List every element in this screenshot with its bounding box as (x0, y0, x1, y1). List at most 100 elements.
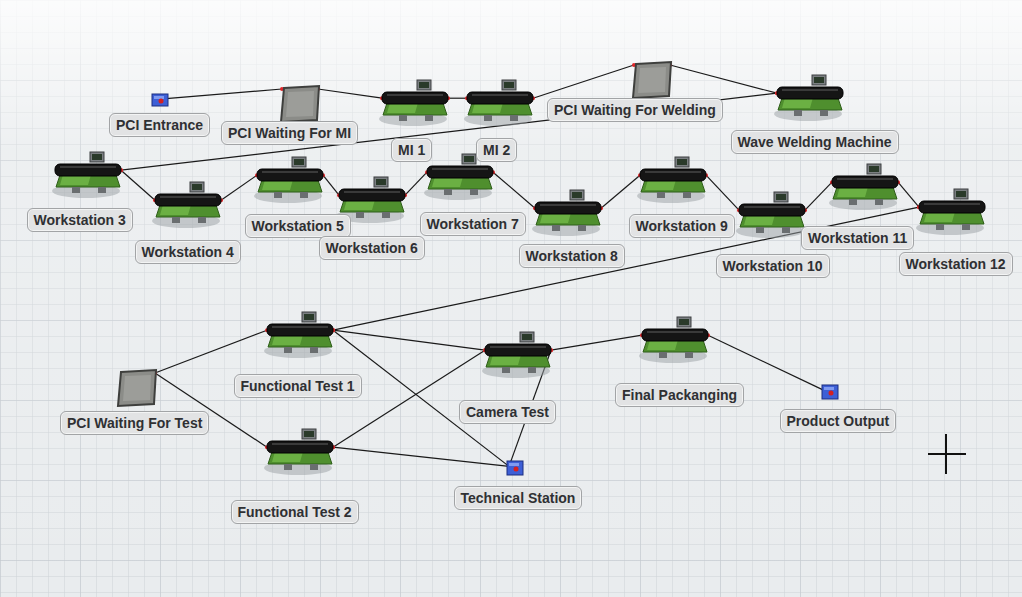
name-tag: Workstation 4 (135, 240, 241, 264)
flow-object: PCI Waiting For Test (60, 369, 210, 435)
flow-object: Workstation 11 (801, 163, 915, 250)
machine-leg (875, 199, 883, 205)
port-marker (514, 467, 519, 472)
processor-icon (774, 74, 846, 122)
flow-object: Workstation 12 (899, 188, 1014, 276)
conveyor-belt (155, 194, 221, 206)
belt-shine (432, 168, 488, 170)
flow-connector (155, 330, 267, 373)
monitor (570, 190, 584, 200)
name-tag: Functional Test 2 (231, 500, 359, 524)
object-name: PCI Waiting For Welding (554, 102, 716, 118)
object-name: Workstation 3 (34, 212, 126, 228)
monitor (302, 312, 316, 322)
flow-connector (405, 172, 427, 195)
machine-leg (382, 212, 390, 218)
belt-shine (262, 171, 318, 173)
object-name: PCI Entrance (116, 117, 203, 133)
object-name: Functional Test 1 (241, 378, 355, 394)
object-name: Product Output (787, 413, 890, 429)
source-block (152, 94, 168, 106)
machine-leg (820, 110, 828, 116)
machine-leg (657, 192, 665, 198)
flow-connector (121, 170, 155, 200)
machine-leg (198, 217, 206, 223)
name-tag: Final Packanging (615, 383, 744, 407)
flow-connector (706, 175, 739, 210)
source-icon (151, 93, 169, 107)
processor-icon (254, 156, 326, 204)
monitor-screen (679, 319, 689, 325)
machine-leg (356, 212, 364, 218)
belt-shine (272, 443, 328, 445)
flow-connector (898, 182, 919, 207)
monitor-screen (376, 179, 386, 185)
object-name: MI 1 (398, 142, 425, 158)
belt-shine (647, 331, 703, 333)
flow-connector (323, 175, 339, 195)
processor-icon (464, 79, 536, 127)
name-tag: Workstation 12 (899, 252, 1013, 276)
monitor-screen (294, 159, 304, 165)
flow-connector (601, 175, 640, 208)
flow-object: Functional Test 1 (234, 311, 363, 398)
monitor (462, 154, 476, 164)
processor-icon (637, 156, 709, 204)
queue-pad-top (286, 91, 314, 117)
belt-shine (837, 178, 893, 180)
object-name: PCI Waiting For Test (67, 415, 202, 431)
flow-object: Technical Station (454, 460, 583, 510)
name-tag: Workstation 8 (519, 244, 625, 268)
object-name: Workstation 5 (252, 218, 344, 234)
flow-object: Workstation 4 (135, 181, 242, 264)
flow-connector (121, 93, 777, 170)
flow-object: PCI Entrance (109, 93, 211, 137)
name-tag: Workstation 9 (629, 214, 735, 238)
machine-leg (98, 187, 106, 193)
flow-object: MI 1 (379, 79, 451, 162)
flow-connector (333, 350, 485, 447)
name-tag: Workstation 7 (420, 212, 526, 236)
monitor-screen (869, 166, 879, 172)
conveyor-belt (739, 204, 805, 216)
belt-shine (744, 206, 800, 208)
machine-leg (502, 367, 510, 373)
flow-object: Workstation 5 (245, 156, 352, 238)
monitor (774, 192, 788, 202)
object-name: Camera Test (466, 404, 549, 420)
flow-object: Workstation 9 (629, 156, 736, 238)
queue-pad (633, 62, 671, 98)
object-name: Workstation 9 (636, 218, 728, 234)
flow-object: Final Packanging (615, 316, 745, 407)
crosshair (928, 434, 966, 474)
monitor-screen (572, 192, 582, 198)
flow-connector (533, 65, 634, 98)
flow-connector (333, 447, 509, 466)
queue-pad-top (123, 375, 151, 401)
name-tag: MI 2 (476, 138, 517, 162)
machine-leg (849, 199, 857, 205)
queue-icon (279, 85, 321, 123)
flow-object: Wave Welding Machine (731, 74, 900, 154)
machine-leg (300, 192, 308, 198)
machine-leg (284, 347, 292, 353)
conveyor-belt (485, 344, 551, 356)
monitor (90, 152, 104, 162)
conveyor-belt (267, 441, 333, 453)
name-tag: PCI Waiting For Welding (547, 98, 723, 122)
monitor-screen (504, 82, 514, 88)
name-tag: Wave Welding Machine (731, 130, 899, 154)
block-shine (154, 96, 164, 99)
machine-leg (425, 115, 433, 121)
name-tag: Camera Test (459, 400, 556, 424)
processor-icon (52, 151, 124, 199)
belt-shine (645, 171, 701, 173)
sink-block (822, 385, 838, 399)
conveyor-belt (267, 324, 333, 336)
name-tag: Technical Station (454, 486, 583, 510)
monitor-screen (304, 431, 314, 437)
flow-object: Camera Test (459, 331, 557, 424)
monitor-screen (776, 194, 786, 200)
